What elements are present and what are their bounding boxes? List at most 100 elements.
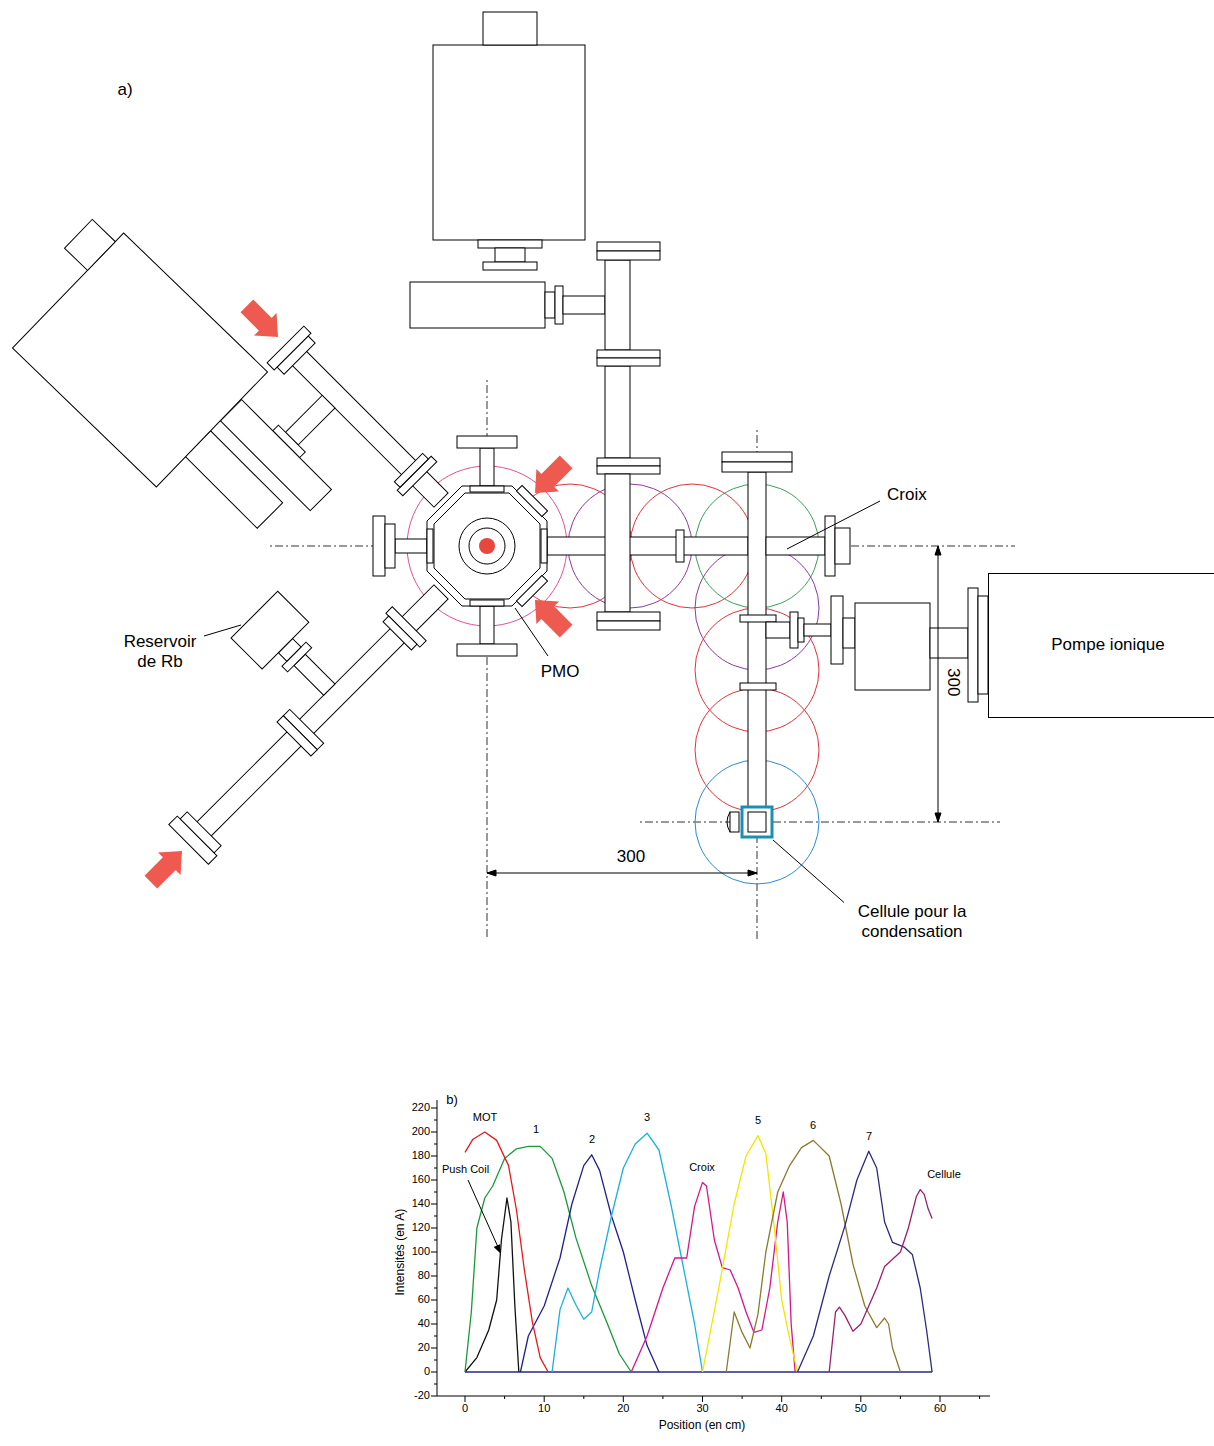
vacuum-part: [433, 45, 585, 240]
vacuum-part: [722, 462, 792, 472]
dimension: 300: [943, 667, 963, 697]
leader-arrow: [468, 1180, 498, 1247]
vacuum-part: [373, 516, 385, 576]
dimension-line: [935, 546, 941, 555]
vacuum-part: [547, 537, 748, 555]
chart-axis: [431, 1108, 437, 1396]
tick-label: 40: [775, 1402, 789, 1415]
tick-label: 0: [461, 1402, 469, 1415]
part-name: Cellule pour la condensation: [844, 902, 981, 943]
tick-label: 60: [417, 1293, 431, 1306]
vacuum-part: [294, 654, 335, 695]
dimension-line: [487, 870, 496, 876]
laser-arrow: [140, 295, 578, 894]
leader-line: [515, 608, 548, 656]
vacuum-part: [676, 530, 684, 562]
leader-line: [773, 840, 848, 906]
vacuum-part: [748, 472, 766, 808]
vacuum-part: [835, 528, 850, 564]
vacuum-part: [545, 292, 555, 318]
vacuum-part: [978, 596, 988, 694]
vacuum-part: [722, 452, 792, 462]
vacuum-part: [555, 286, 563, 324]
vacuum-part: [790, 612, 798, 648]
vacuum-part: [385, 524, 395, 568]
center-line: [640, 822, 1000, 823]
glass-cell: [727, 812, 730, 832]
curve-label: Push Coil: [441, 1163, 490, 1176]
tick-label: -20: [413, 1389, 431, 1402]
tick-label: 80: [417, 1269, 431, 1282]
data-curve: [520, 1155, 659, 1372]
vacuum-part: [798, 618, 804, 642]
vacuum-part: [12, 233, 267, 487]
vacuum-part: [395, 539, 427, 553]
vacuum-part: [597, 612, 660, 621]
vacuum-part: [0, 211, 268, 487]
tick-label: 40: [417, 1317, 431, 1330]
leader-line: [204, 501, 880, 906]
tick-label: 50: [854, 1402, 868, 1415]
curve-label: MOT: [472, 1111, 498, 1124]
chart-axis: [505, 1396, 980, 1399]
vacuum-part: [480, 606, 494, 644]
vacuum-part: [394, 453, 428, 487]
chart-axis: [431, 1100, 990, 1402]
vacuum-part: [855, 603, 930, 690]
data-curve: [465, 1146, 631, 1372]
tick-label: 220: [411, 1101, 431, 1114]
data-curve: [552, 1133, 702, 1372]
data-curve: [829, 1190, 932, 1372]
vacuum-part: [766, 622, 790, 638]
data-curve: [465, 1132, 932, 1372]
glass-cell: [748, 812, 766, 832]
tick-label: 120: [411, 1221, 431, 1234]
vacuum-part: [597, 251, 660, 260]
vacuum-part: [427, 486, 547, 606]
vacuum-part: [457, 436, 517, 448]
curve-label: 1: [532, 1123, 540, 1136]
vacuum-part: [427, 529, 433, 563]
tick-label: 10: [537, 1402, 551, 1415]
node-text: Pompe ionique: [1051, 635, 1164, 655]
dimension-line: [487, 873, 757, 874]
dimension-line: [938, 546, 939, 822]
curve-label: 7: [865, 1130, 873, 1143]
vacuum-part: [383, 616, 417, 650]
axis-title: Intensités (en A): [393, 1208, 407, 1297]
vacuum-part: [231, 591, 309, 669]
axis-title: Position (en cm): [658, 1418, 747, 1432]
tick-label: 30: [695, 1402, 709, 1415]
leader-arrow: [494, 1244, 500, 1253]
laser-arrow: [524, 589, 578, 643]
vacuum-part: [495, 248, 525, 262]
vacuum-part: [64, 219, 115, 270]
glass-cell: [727, 807, 772, 837]
leader-line: [787, 501, 880, 549]
vacuum-part: [597, 358, 660, 366]
chart-axis: [437, 1396, 990, 1397]
vacuum-part: [740, 683, 776, 690]
vacuum-part: [766, 537, 825, 555]
vacuum-part: [470, 600, 504, 606]
vacuum-part: [434, 493, 540, 599]
tick-label: 20: [616, 1402, 630, 1415]
vacuum-part: [469, 528, 505, 564]
part-name: PMO: [540, 662, 581, 682]
vacuum-part: [483, 12, 537, 45]
tick-label: 60: [933, 1402, 947, 1415]
tick-label: 200: [411, 1125, 431, 1138]
coil-circle: [407, 466, 819, 884]
vacuum-part: [107, 510, 461, 864]
vacuum-part: [0, 12, 988, 864]
part-name: Reservoir de Rb: [116, 632, 204, 673]
data-curve: [703, 1136, 798, 1372]
laser-arrow: [524, 451, 578, 505]
laser-arrow: [140, 840, 194, 894]
vacuum-part: [605, 474, 630, 612]
dimension: 300: [616, 847, 646, 867]
vacuum-part: [597, 350, 660, 358]
vacuum-part: [470, 486, 504, 492]
tick-label: 180: [411, 1149, 431, 1162]
